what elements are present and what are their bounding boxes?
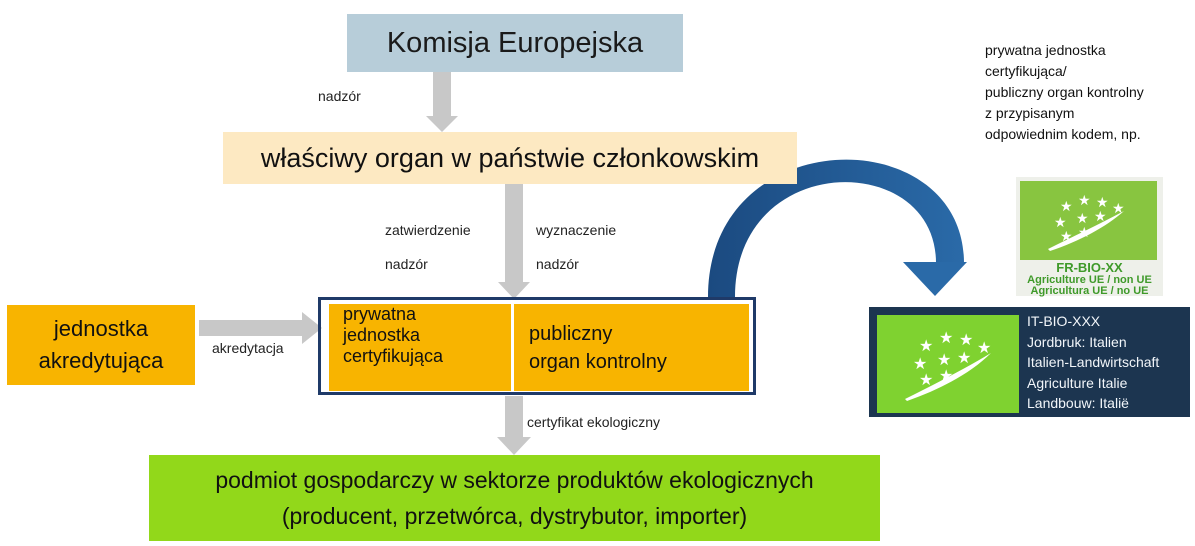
eu-organic-logo-fr: ★ ★ ★ ★ ★ ★ ★ ★ ★ FR-BIO-XX Agriculture … xyxy=(1016,177,1163,297)
svg-text:★: ★ xyxy=(937,350,951,369)
supervision-label: nadzór xyxy=(318,88,361,104)
designation-label: wyznaczenie xyxy=(536,222,617,238)
accreditation-body-line1: jednostka xyxy=(53,316,149,341)
svg-text:★: ★ xyxy=(957,348,971,367)
svg-text:★: ★ xyxy=(919,370,933,389)
operator-line2: (producent, przetwórca, dystrybutor, imp… xyxy=(281,503,748,529)
public-authority-line1: publiczny xyxy=(529,322,613,345)
approval-supervision-label: nadzór xyxy=(385,256,428,272)
note-line: odpowiednim kodem, np. xyxy=(985,126,1141,142)
eu-leaf-icon: ★ ★ ★ ★ ★ ★ ★ ★ ★ xyxy=(1020,181,1157,260)
european-commission-box: Komisja Europejska xyxy=(347,14,683,72)
arrow-bodies-to-operator xyxy=(497,396,531,455)
accreditation-label: akredytacja xyxy=(212,340,284,356)
note-line: z przypisanym xyxy=(985,105,1075,121)
note-line: prywatna jednostka xyxy=(985,42,1106,58)
designation-supervision-label: nadzór xyxy=(536,256,579,272)
svg-text:★: ★ xyxy=(1076,211,1089,227)
svg-text:★: ★ xyxy=(1078,193,1091,209)
operator-line1: podmiot gospodarczy w sektorze produktów… xyxy=(215,467,814,493)
it-line: Jordbruk: Italien xyxy=(1027,333,1127,350)
public-authority-line2: organ kontrolny xyxy=(529,350,667,373)
fr-line2: Agriculture UE / non UE xyxy=(1027,274,1152,286)
private-control-body-box: prywatna jednostka certyfikująca xyxy=(329,304,511,391)
operator-box: podmiot gospodarczy w sektorze produktów… xyxy=(149,455,880,541)
code-note: prywatna jednostka certyfikująca/ public… xyxy=(985,40,1195,145)
svg-text:★: ★ xyxy=(1054,215,1067,231)
competent-authority-label: właściwy organ w państwie członkowskim xyxy=(260,142,760,173)
svg-text:★: ★ xyxy=(919,336,933,355)
public-control-authority-box: publiczny organ kontrolny xyxy=(514,304,749,391)
svg-text:★: ★ xyxy=(913,354,927,373)
approval-label: zatwierdzenie xyxy=(385,222,471,238)
fr-code: FR-BIO-XX xyxy=(1056,260,1123,275)
accreditation-body-box: jednostka akredytująca xyxy=(7,305,195,385)
it-line: Italien-Landwirtschaft xyxy=(1027,354,1160,370)
svg-text:★: ★ xyxy=(1060,199,1073,215)
note-line: certyfikująca/ xyxy=(985,63,1067,79)
arrow-authority-to-bodies xyxy=(498,184,530,299)
svg-text:★: ★ xyxy=(939,328,953,347)
eu-organic-logo-it: ★ ★ ★ ★ ★ ★ ★ ★ ★ IT-BIO-XXX Jordbruk: I… xyxy=(869,307,1190,417)
curved-arrow xyxy=(708,159,967,297)
competent-authority-box: właściwy organ w państwie członkowskim xyxy=(223,132,797,184)
arrow-accreditation xyxy=(199,312,322,344)
accreditation-body-line2: akredytująca xyxy=(38,348,164,373)
eu-leaf-icon: ★ ★ ★ ★ ★ ★ ★ ★ ★ xyxy=(877,315,1019,413)
control-bodies-frame xyxy=(318,297,756,395)
certificate-label: certyfikat ekologiczny xyxy=(527,414,661,430)
note-line: publiczny organ kontrolny xyxy=(985,84,1144,100)
it-line: IT-BIO-XXX xyxy=(1027,313,1101,329)
it-line: Agriculture Italie xyxy=(1027,374,1128,391)
svg-text:★: ★ xyxy=(959,330,973,349)
svg-text:★: ★ xyxy=(977,338,991,357)
it-line: Landbouw: Italië xyxy=(1027,395,1129,411)
private-body-line1: prywatna xyxy=(343,304,417,324)
svg-text:★: ★ xyxy=(1096,195,1109,211)
private-body-line3: certyfikująca xyxy=(343,346,444,366)
arrow-commission-to-authority xyxy=(426,72,458,132)
fr-line3: Agricultura UE / no UE xyxy=(1030,285,1149,297)
private-body-line2: jednostka xyxy=(343,325,421,345)
svg-text:★: ★ xyxy=(1094,209,1107,225)
european-commission-label: Komisja Europejska xyxy=(386,26,644,59)
